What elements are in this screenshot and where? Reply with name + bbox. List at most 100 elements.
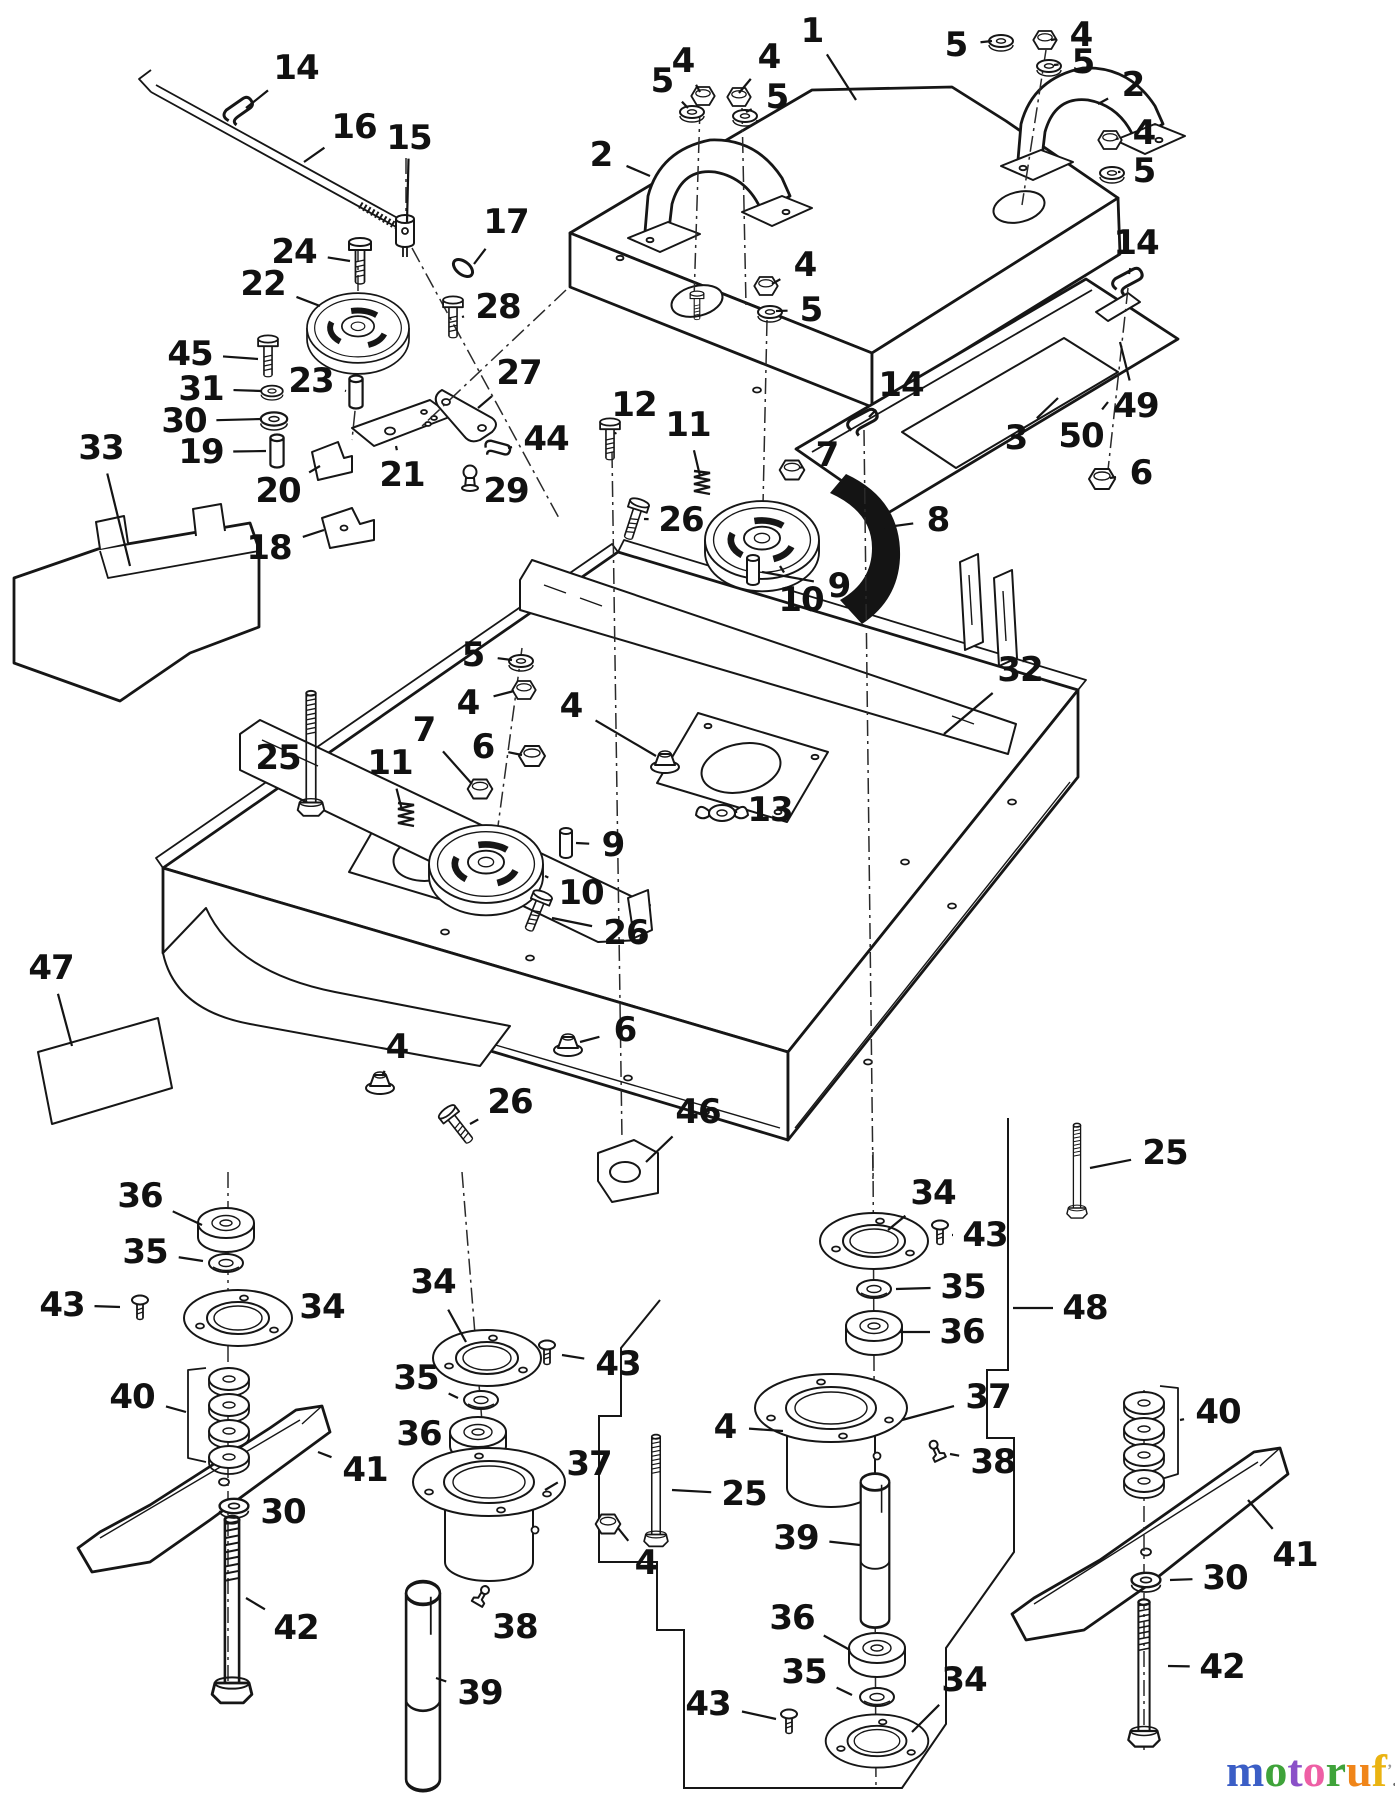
callout-35: 35 xyxy=(781,1652,852,1695)
callout-41: 41 xyxy=(1248,1500,1318,1575)
callout-leader xyxy=(1051,39,1056,40)
callout-leader xyxy=(912,1705,939,1732)
boltlong-icon xyxy=(1067,1123,1087,1218)
callout-30: 30 xyxy=(1170,1558,1248,1598)
flange-icon xyxy=(826,1714,929,1767)
clip-icon xyxy=(222,95,258,128)
part-number-label: 39 xyxy=(773,1518,818,1558)
part-number-label: 14 xyxy=(878,365,924,405)
callout-39: 39 xyxy=(436,1673,503,1713)
callout-14: 14 xyxy=(246,48,319,108)
fitting-icon xyxy=(472,1584,492,1607)
washer40-icon xyxy=(209,1394,249,1422)
part-number-label: 49 xyxy=(1113,386,1158,426)
part-number-label: 26 xyxy=(603,913,648,953)
callout-leader xyxy=(837,1688,852,1695)
part-number-label: 4 xyxy=(794,245,817,285)
part-number-label: 35 xyxy=(122,1232,167,1272)
callout-42: 42 xyxy=(246,1598,319,1648)
part-number-label: 40 xyxy=(1195,1392,1241,1432)
callout-43: 43 xyxy=(562,1344,641,1384)
callout-38: 38 xyxy=(492,1602,538,1647)
part-number-label: 28 xyxy=(475,287,520,327)
part-number-label: 32 xyxy=(997,650,1042,690)
part-number-label: 34 xyxy=(941,1660,987,1700)
part-number-label: 4 xyxy=(1133,113,1156,153)
callout-42: 42 xyxy=(1168,1647,1245,1687)
callout-26: 26 xyxy=(470,1082,533,1124)
part-number-label: 14 xyxy=(1113,223,1159,263)
part-number-label: 26 xyxy=(487,1082,532,1122)
callout-50: 50 xyxy=(1058,402,1108,456)
callout-36: 36 xyxy=(769,1598,850,1650)
flange-icon xyxy=(184,1290,292,1346)
part-number-label: 5 xyxy=(945,25,968,65)
nut-icon xyxy=(780,461,805,480)
part-number-label: 17 xyxy=(483,202,528,242)
part-number-label: 26 xyxy=(658,500,703,540)
callout-43: 43 xyxy=(39,1285,120,1325)
nut-icon xyxy=(727,88,750,106)
screw-icon xyxy=(932,1221,948,1245)
callout-6: 6 xyxy=(1110,453,1152,493)
cover-bracket-right xyxy=(1001,68,1185,180)
callout-18: 18 xyxy=(246,528,324,568)
part-number-label: 41 xyxy=(1272,1535,1317,1575)
washer40-icon xyxy=(1124,1470,1164,1498)
nut-icon xyxy=(1098,131,1121,149)
callout-5: 5 xyxy=(945,25,992,65)
part-number-label: 18 xyxy=(246,528,291,568)
callout-leader xyxy=(462,316,464,317)
callout-leader xyxy=(449,1394,458,1398)
callout-leader xyxy=(95,1306,120,1307)
housing-icon xyxy=(413,1448,565,1581)
callout-40: 40 xyxy=(109,1377,186,1417)
part-number-label: 4 xyxy=(457,683,480,723)
part-number-label: 38 xyxy=(970,1442,1015,1482)
callout-leader xyxy=(742,1711,776,1719)
callout-36: 36 xyxy=(396,1414,450,1454)
part-number-label: 30 xyxy=(1202,1558,1248,1598)
callout-leader xyxy=(246,1598,265,1609)
part-number-label: 5 xyxy=(1072,42,1095,82)
callout-1: 1 xyxy=(801,11,856,100)
part-number-label: 33 xyxy=(78,428,123,468)
part-number-label: 25 xyxy=(721,1474,766,1514)
callout-leader xyxy=(233,390,262,391)
callout-leader xyxy=(1110,477,1116,478)
callout-46: 46 xyxy=(646,1092,721,1162)
part-number-label: 42 xyxy=(1199,1647,1244,1687)
callout-34: 34 xyxy=(410,1262,466,1342)
callout-leader xyxy=(396,446,397,450)
callout-40: 40 xyxy=(1180,1392,1241,1432)
callout-leader xyxy=(179,1257,203,1261)
callout-leader xyxy=(545,876,548,878)
part-number-label: 48 xyxy=(1062,1288,1107,1328)
bolt-icon xyxy=(349,238,371,284)
logo-letter: o xyxy=(1264,1748,1287,1794)
shaft-icon xyxy=(406,1582,440,1791)
callout-leader xyxy=(478,396,492,408)
washerB-icon xyxy=(464,1391,498,1409)
callout-leader xyxy=(166,1406,186,1412)
nut-icon xyxy=(519,746,545,766)
callout-15: 15 xyxy=(386,118,431,222)
nut-icon xyxy=(512,681,535,699)
callout-leader xyxy=(980,41,992,42)
callout-45: 45 xyxy=(167,334,258,374)
washer40-icon xyxy=(209,1368,249,1396)
logo-letter: r xyxy=(1326,1748,1346,1794)
callout-20: 20 xyxy=(255,466,320,511)
callout-leader xyxy=(1129,268,1130,274)
washer-icon xyxy=(733,110,757,126)
callout-leader xyxy=(1116,138,1119,139)
part-number-label: 27 xyxy=(496,353,541,393)
callout-41: 41 xyxy=(318,1450,388,1490)
trunnion-icon xyxy=(396,215,414,257)
callout-28: 28 xyxy=(462,287,521,327)
logo-letter: m xyxy=(1226,1748,1264,1794)
control-rod xyxy=(139,70,403,228)
wingnut-icon xyxy=(696,805,748,821)
